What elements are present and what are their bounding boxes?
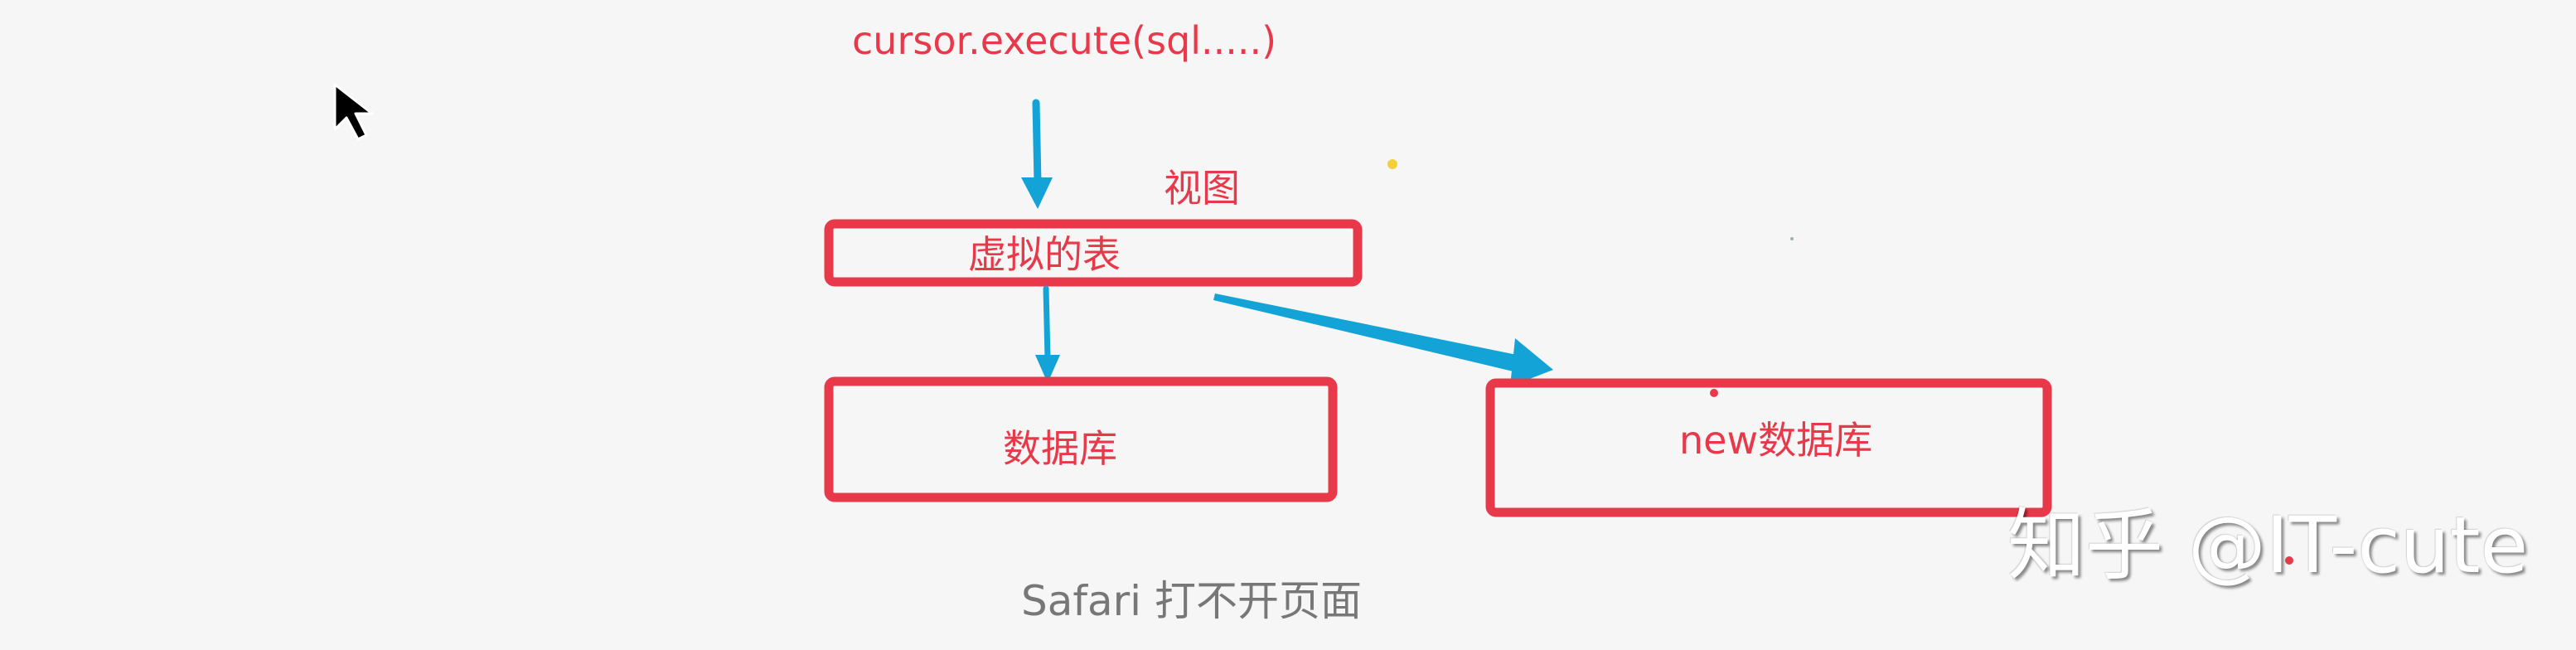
yellow-dot <box>1387 159 1397 169</box>
new-database-label: new数据库 <box>1679 418 1873 463</box>
arrow-virtual-table-to-database <box>1035 285 1060 383</box>
arrow-virtual-table-to-new-database <box>1213 293 1553 386</box>
database-box <box>824 376 1338 502</box>
virtual-table-box <box>824 219 1363 287</box>
gray-dot <box>1790 237 1794 240</box>
arrow-code-to-virtual-table <box>1021 99 1053 209</box>
virtual-table-label: 虚拟的表 <box>968 232 1121 277</box>
safari-caption: Safari 打不开页面 <box>1021 577 1362 625</box>
mouse-pointer-icon <box>333 83 374 141</box>
code-label: cursor.execute(sql.....) <box>852 18 1277 63</box>
new-database-box <box>1485 378 2052 517</box>
watermark: 知乎 @IT-cute <box>2007 501 2529 591</box>
view-label: 视图 <box>1164 166 1240 211</box>
database-label: 数据库 <box>1003 426 1117 471</box>
red-dot-top <box>1710 389 1718 397</box>
red-dot-bottom <box>2285 556 2293 565</box>
